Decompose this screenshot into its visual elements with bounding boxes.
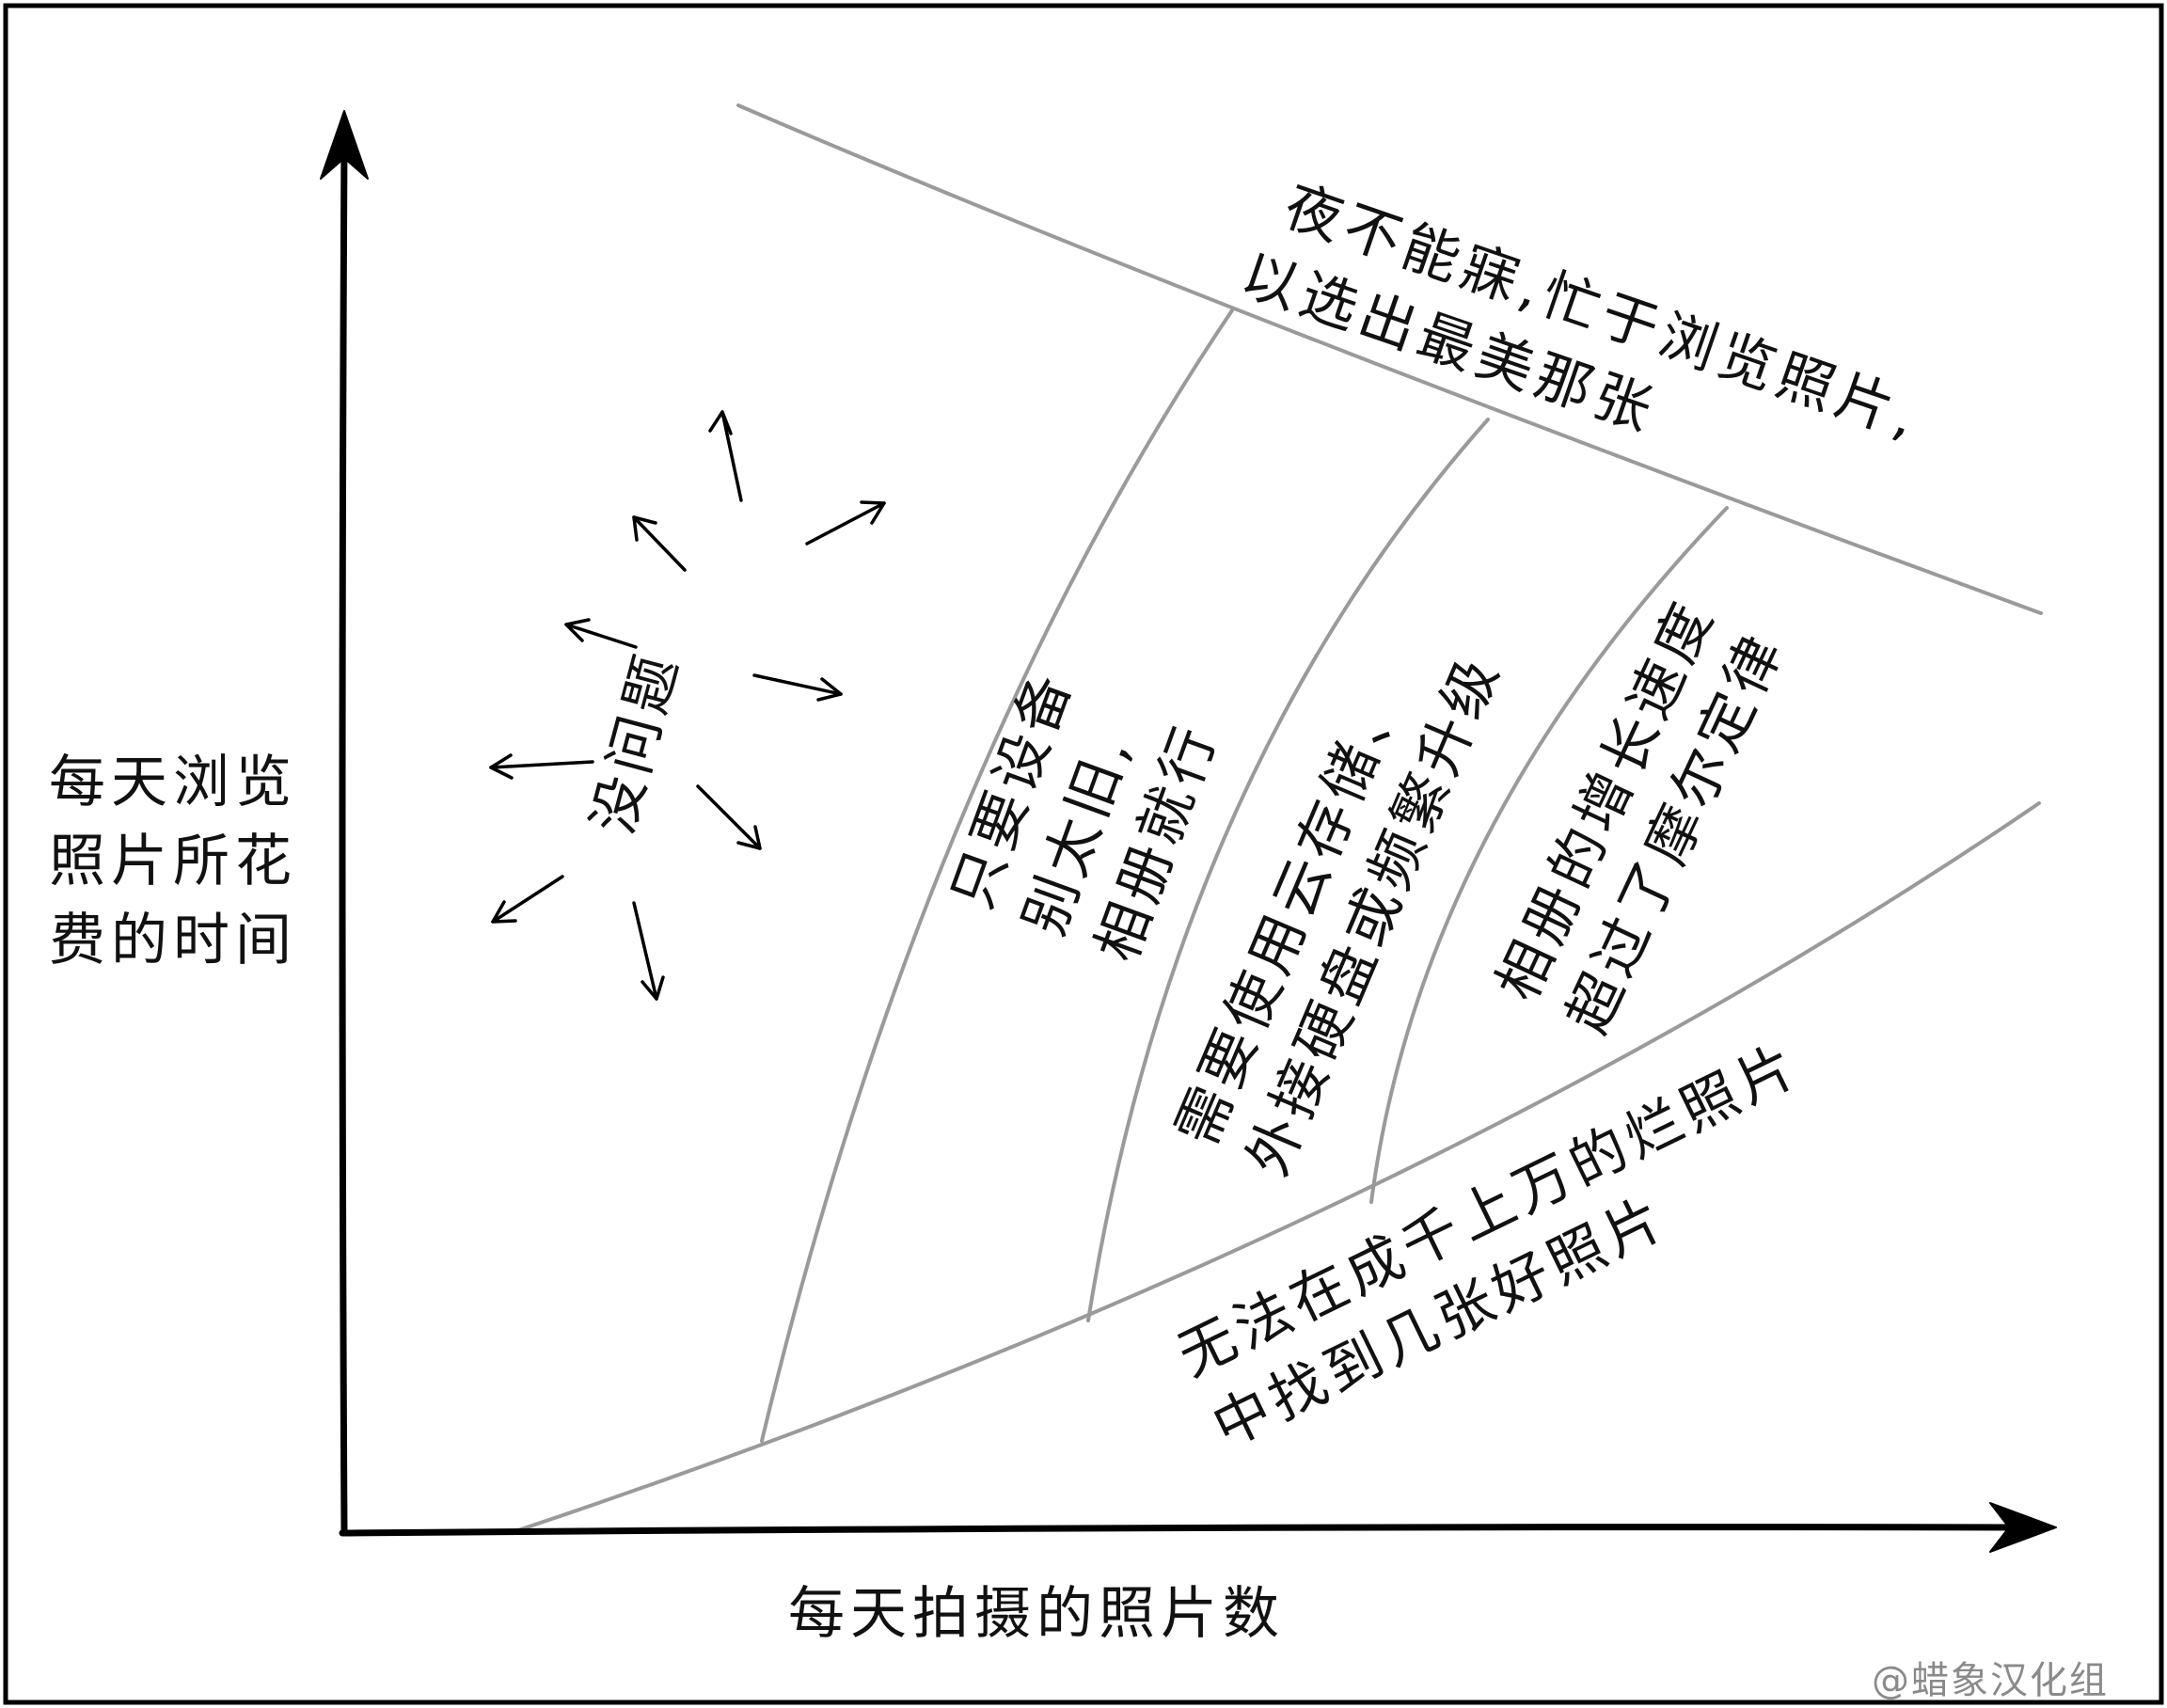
bottom-region-label-line-1: 无法在成千上万的烂照片	[1168, 1031, 1811, 1389]
burst-arrow-west-upper	[564, 618, 638, 649]
burst-arrow-northeast	[805, 500, 886, 546]
cloud-storage-region-label: 需要使用云存储、 外接硬盘或频繁升级	[1163, 645, 1513, 1185]
lower-boundary-line	[514, 801, 2041, 1533]
old-device-region-label: 只要设备 别太旧, 相册就行	[939, 661, 1230, 970]
burst-arrow-southeast	[696, 784, 762, 850]
y-axis-label-line-3: 费的时间	[49, 908, 297, 973]
burst-arrows	[489, 410, 886, 1001]
divider-line-1	[760, 308, 1234, 1443]
y-axis-label: 每天浏览 照片所花 费的时间	[49, 750, 297, 973]
divider-line-2	[1086, 418, 1490, 1322]
divider-line-3	[1369, 506, 1729, 1204]
x-axis-arrowhead	[1989, 1502, 2057, 1553]
burst-arrow-south	[632, 901, 665, 1001]
y-axis	[339, 139, 348, 1537]
panel-border	[3, 3, 2164, 1705]
x-axis-label: 每天拍摄的照片数	[788, 1581, 1285, 1647]
burst-arrow-southwest	[491, 875, 564, 924]
y-axis-label-line-2: 照片所花	[49, 829, 297, 894]
x-axis	[339, 1524, 2026, 1537]
no-problem-label: 没问题	[580, 644, 692, 841]
burst-arrow-west	[489, 753, 594, 780]
moore-law-region-label: 相册的增长速度 超过了摩尔定律	[1484, 589, 1797, 1043]
burst-arrow-east	[752, 673, 843, 702]
burst-arrow-northwest	[632, 515, 687, 572]
y-axis-label-line-1: 每天浏览	[49, 750, 297, 815]
burst-arrow-north	[708, 410, 743, 502]
upper-boundary-line	[736, 103, 2043, 615]
translator-credit: @蜡象汉化组	[1872, 1659, 2109, 1702]
y-axis-arrowhead	[320, 110, 369, 180]
